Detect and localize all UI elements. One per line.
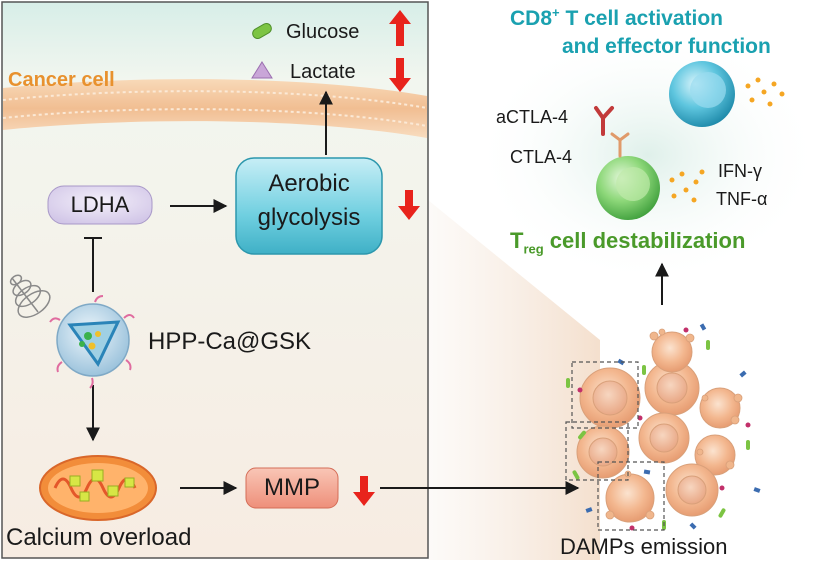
glucose-label: Glucose xyxy=(286,21,360,43)
cancer-cell-label: Cancer cell xyxy=(8,69,115,91)
damps-label: DAMPs emission xyxy=(560,534,728,559)
transition-beam xyxy=(428,200,600,560)
damps-tumor-cluster xyxy=(565,323,761,531)
treg-title-rest: cell destabilization xyxy=(543,228,746,253)
mitochondrion-icon xyxy=(39,455,157,521)
ifn-label: IFN-γ xyxy=(718,161,762,181)
aerobic-glycolysis-box xyxy=(235,157,383,255)
nanoparticle-icon xyxy=(49,295,135,389)
aerobic-label-line1: Aerobic xyxy=(268,170,350,197)
cd8-t-cell-icon xyxy=(669,61,785,127)
ultrasound-icon xyxy=(9,274,51,318)
treg-title-sub: reg xyxy=(523,241,544,257)
mmp-down-arrow xyxy=(353,476,375,506)
actla4-antibody-icon xyxy=(594,106,614,136)
ctla4-receptor-icon xyxy=(610,132,630,158)
lactate-label: Lactate xyxy=(290,61,356,83)
lactate-icon xyxy=(251,61,273,79)
cd8-title-main: CD8 xyxy=(510,7,553,30)
cd8-title-line2: and effector function xyxy=(562,35,771,58)
cd8-title-line1: CD8+ T cell activation xyxy=(510,6,723,29)
glucose-icon xyxy=(252,23,272,39)
actla4-label: aCTLA-4 xyxy=(496,107,569,127)
tnf-label: TNF-α xyxy=(716,189,768,209)
aerobic-label-line2: glycolysis xyxy=(257,204,361,231)
ldha-label: LDHA xyxy=(70,192,130,217)
mmp-label: MMP xyxy=(264,474,320,501)
ldha-box xyxy=(47,185,153,225)
calcium-overload-label: Calcium overload xyxy=(6,524,192,551)
lactate-down-arrow xyxy=(389,58,411,92)
ctla4-label: CTLA-4 xyxy=(510,147,573,167)
treg-cell-icon xyxy=(596,156,705,220)
treg-title-main: T xyxy=(510,228,524,253)
glycolysis-down-arrow xyxy=(398,190,420,220)
nanoparticle-label: HPP-Ca@GSK xyxy=(148,328,312,355)
cd8-title-sup: + xyxy=(552,5,560,20)
cd8-title-rest: T cell activation xyxy=(559,7,723,30)
glucose-up-arrow xyxy=(389,10,411,46)
treg-title: Treg cell destabilization xyxy=(510,228,746,257)
mmp-box xyxy=(245,467,339,509)
